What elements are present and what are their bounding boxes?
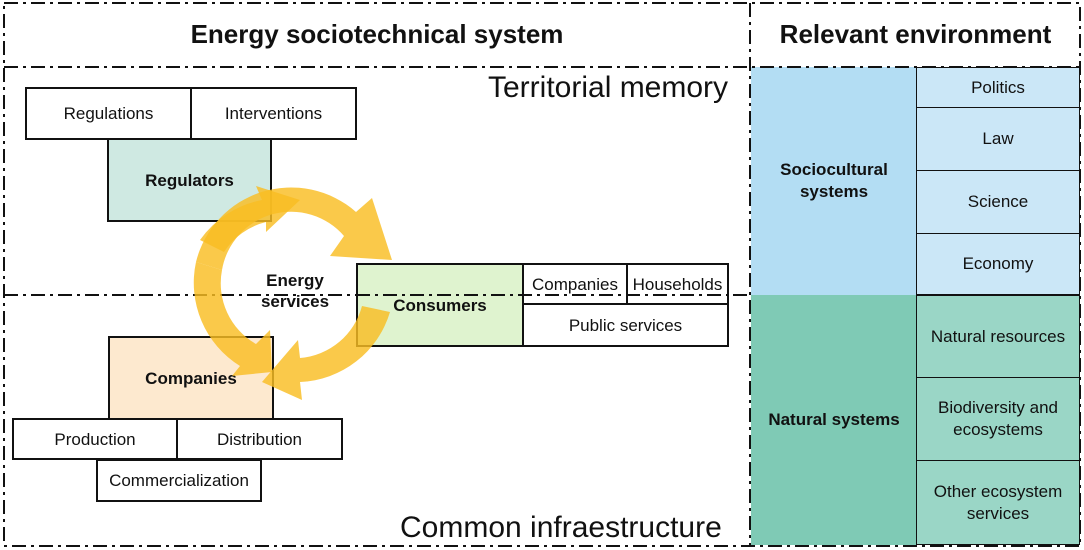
energy-services-label: Energy services [260,271,330,311]
cycle-arrow-bottom [262,306,390,400]
sociocultural-systems-block: Sociocultural systems [751,67,917,295]
regulators-box: Regulators [107,138,272,222]
env-item-economy: Economy [916,233,1080,295]
env-item-law: Law [916,107,1080,171]
sociocultural-systems-label: Sociocultural systems [780,160,888,201]
territorial-memory-label: Territorial memory [488,71,729,104]
environment-header: Relevant environment [779,18,1052,49]
env-item-other-ecosystem-services: Other ecosystem services [916,460,1080,545]
cycle-arrow-left [193,262,272,376]
commercialization-box: Commercialization [96,459,262,502]
common-infrastructure-label: Common infraestructure [400,511,722,544]
natural-systems-block: Natural systems [751,295,917,545]
households-box: Households [626,263,729,305]
cycle-arrow-upper-left [200,186,300,252]
public-services-box: Public services [522,303,729,347]
system-header: Energy sociotechnical system [190,18,564,49]
natural-systems-label: Natural systems [768,410,900,429]
consumers-box: Consumers [356,263,524,347]
production-box: Production [12,418,178,460]
consumer-companies-box: Companies [522,263,628,305]
interventions-box: Interventions [190,87,357,140]
regulations-box: Regulations [25,87,192,140]
